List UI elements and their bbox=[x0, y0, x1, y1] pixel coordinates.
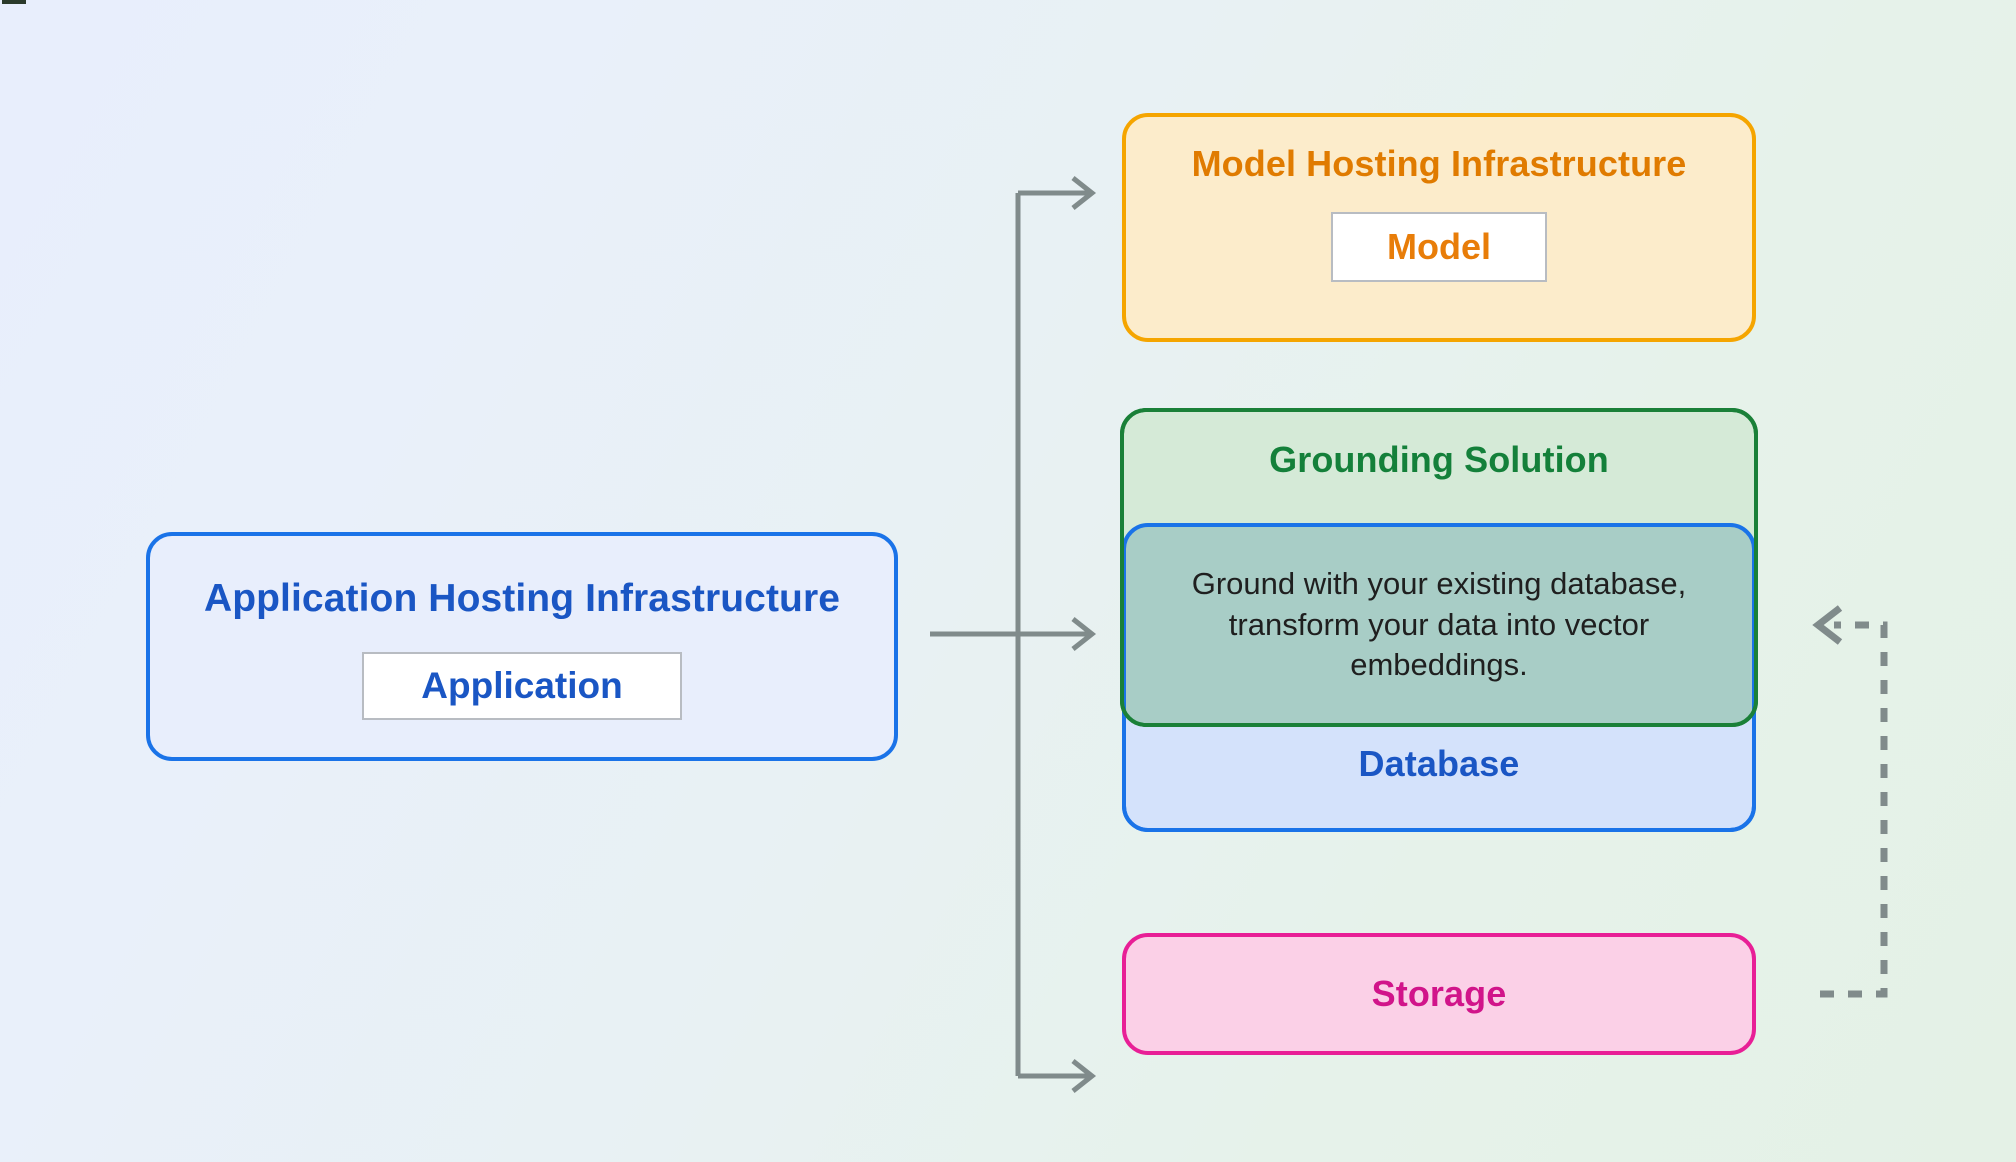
application-hosting-title: Application Hosting Infrastructure bbox=[203, 577, 841, 620]
model-hosting-title: Model Hosting Infrastructure bbox=[1191, 143, 1687, 184]
database-title: Database bbox=[1358, 742, 1520, 784]
model-chip[interactable]: Model bbox=[1331, 212, 1547, 283]
model-chip-label: Model bbox=[1387, 226, 1491, 268]
model-hosting-box[interactable]: Model Hosting Infrastructure Model bbox=[1122, 113, 1756, 342]
application-chip-label: Application bbox=[421, 664, 623, 706]
application-chip[interactable]: Application bbox=[362, 651, 682, 720]
application-hosting-box[interactable]: Application Hosting Infrastructure Appli… bbox=[146, 532, 898, 761]
corner-artifact-mark bbox=[2, 0, 26, 4]
grounding-database-overlap-region[interactable]: Ground with your existing database, tran… bbox=[1122, 523, 1756, 727]
storage-title: Storage bbox=[1371, 973, 1507, 1015]
grounding-solution-title: Grounding Solution bbox=[1269, 439, 1609, 480]
connector-storage-to-database-dashed bbox=[1820, 621, 1888, 998]
storage-box[interactable]: Storage bbox=[1122, 933, 1756, 1055]
overlap-description: Ground with your existing database, tran… bbox=[1191, 565, 1687, 683]
arrowhead-database-dashed-icon bbox=[1812, 605, 1843, 645]
arrowhead-storage-icon bbox=[1071, 1059, 1097, 1093]
arrowhead-model-icon bbox=[1071, 176, 1097, 210]
arrowhead-grounding-icon bbox=[1071, 617, 1097, 651]
